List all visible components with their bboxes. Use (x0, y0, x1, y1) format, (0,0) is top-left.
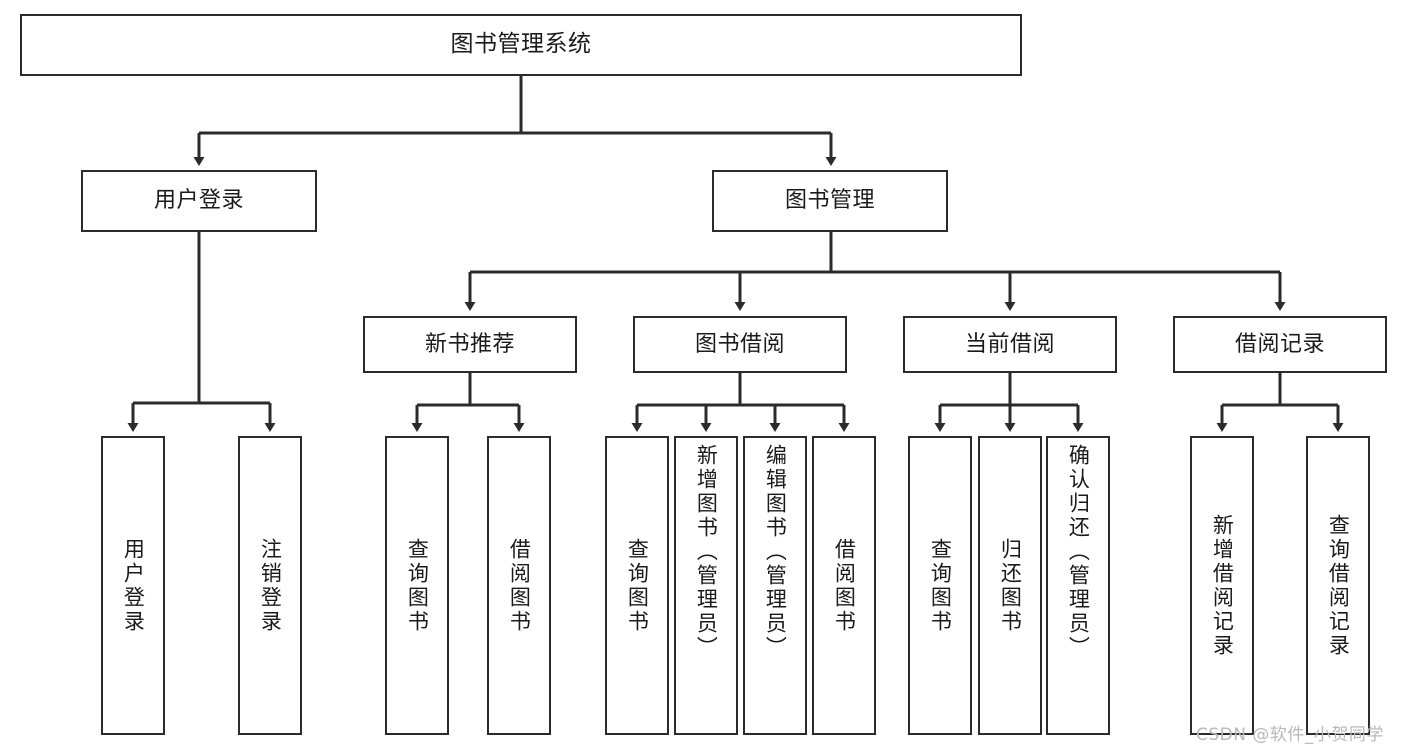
node-leaf-add-book[interactable]: 新增图书（管理员） (674, 436, 738, 735)
node-leaf-query-book-1[interactable]: 查询图书 (385, 436, 449, 735)
node-user-login-label: 用户登录 (153, 188, 244, 214)
node-leaf-return-book[interactable]: 归还图书 (978, 436, 1042, 735)
node-leaf-borrow-book-1-label: 借阅图书 (507, 537, 532, 634)
node-root-label: 图书管理系统 (450, 31, 592, 58)
node-leaf-add-book-label: 新增图书（管理员） (694, 444, 719, 660)
node-leaf-confirm-return-label: 确认归还（管理员） (1066, 444, 1091, 660)
node-root[interactable]: 图书管理系统 (20, 14, 1022, 76)
node-leaf-query-book-2-label: 查询图书 (625, 537, 650, 634)
node-borrow-record[interactable]: 借阅记录 (1173, 316, 1387, 373)
node-leaf-borrow-book-1[interactable]: 借阅图书 (487, 436, 551, 735)
node-leaf-query-book-3-label: 查询图书 (928, 537, 953, 634)
node-leaf-user-login-label: 用户登录 (121, 537, 146, 634)
node-leaf-query-book-1-label: 查询图书 (405, 537, 430, 634)
node-current-borrow-label: 当前借阅 (964, 331, 1055, 357)
node-leaf-logout-login-label: 注销登录 (258, 537, 283, 634)
node-leaf-query-book-3[interactable]: 查询图书 (908, 436, 972, 735)
node-leaf-return-book-label: 归还图书 (998, 537, 1023, 634)
node-book-borrow[interactable]: 图书借阅 (633, 316, 847, 373)
node-borrow-record-label: 借阅记录 (1234, 331, 1325, 357)
node-new-book-recommend-label: 新书推荐 (424, 331, 515, 357)
node-leaf-query-record-label: 查询借阅记录 (1326, 513, 1351, 658)
node-book-borrow-label: 图书借阅 (694, 331, 785, 357)
node-new-book-recommend[interactable]: 新书推荐 (363, 316, 577, 373)
node-leaf-add-record[interactable]: 新增借阅记录 (1190, 436, 1254, 735)
node-leaf-logout-login[interactable]: 注销登录 (238, 436, 302, 735)
node-user-login[interactable]: 用户登录 (81, 170, 317, 232)
csdn-watermark: CSDN @软件_小贺同学 (1196, 725, 1384, 745)
node-leaf-query-record[interactable]: 查询借阅记录 (1306, 436, 1370, 735)
node-book-manage-label: 图书管理 (784, 188, 875, 214)
node-leaf-query-book-2[interactable]: 查询图书 (605, 436, 669, 735)
node-leaf-user-login[interactable]: 用户登录 (101, 436, 165, 735)
node-leaf-confirm-return[interactable]: 确认归还（管理员） (1046, 436, 1110, 735)
node-leaf-borrow-book-2[interactable]: 借阅图书 (812, 436, 876, 735)
node-leaf-add-record-label: 新增借阅记录 (1210, 513, 1235, 658)
node-leaf-borrow-book-2-label: 借阅图书 (832, 537, 857, 634)
node-current-borrow[interactable]: 当前借阅 (903, 316, 1117, 373)
node-book-manage[interactable]: 图书管理 (712, 170, 948, 232)
node-leaf-edit-book-label: 编辑图书（管理员） (763, 444, 788, 660)
node-leaf-edit-book[interactable]: 编辑图书（管理员） (743, 436, 807, 735)
